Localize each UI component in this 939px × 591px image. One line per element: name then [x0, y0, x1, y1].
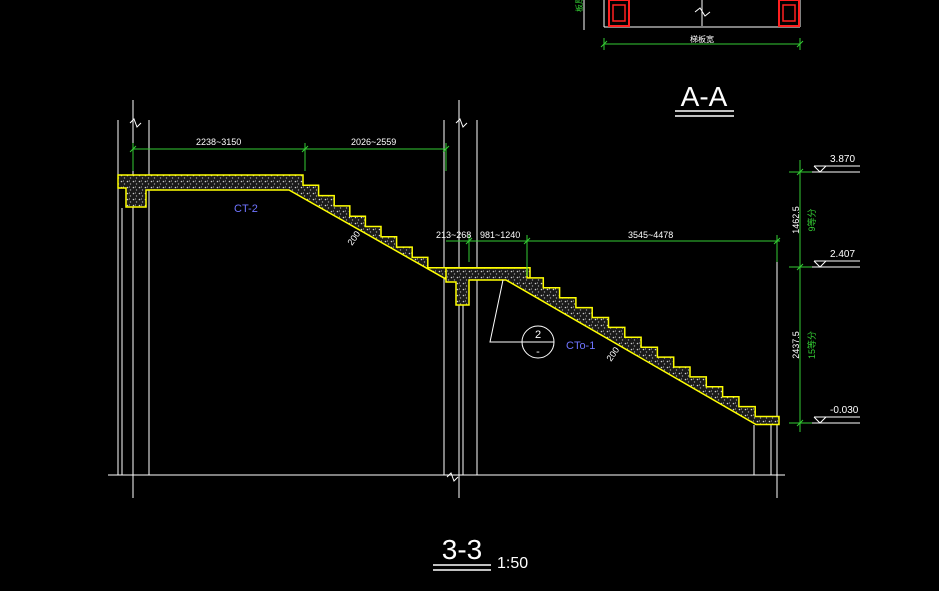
- break-line-icon: [129, 118, 142, 128]
- upper-flight-label: CT-2: [234, 203, 258, 215]
- dim-upper-run: 2026~2559: [351, 137, 396, 147]
- break-line-icon: [694, 0, 711, 26]
- upper-flight-slab: [117, 174, 531, 281]
- vertical-dimensions: [789, 160, 812, 432]
- upper-slab-thickness: 200: [345, 229, 362, 247]
- aa-right-beam: [778, 0, 800, 27]
- level-triangle-icon: [812, 165, 860, 173]
- detail-number: 2: [535, 329, 541, 341]
- level-markers: [812, 165, 860, 424]
- dim-lower-run: 3545~4478: [628, 230, 673, 240]
- section-title: 3-3: [442, 534, 482, 565]
- dim-mid-beam: 213~268: [436, 230, 471, 240]
- dim-lower-height: 2437.5: [791, 331, 801, 359]
- level-bottom: -0.030: [830, 405, 859, 416]
- section-aa: 板厚 梯板宽 A-A: [574, 0, 804, 117]
- break-line-icon: [446, 472, 459, 482]
- lower-slab-thickness: 200: [604, 345, 621, 363]
- dim-mid-landing: 981~1240: [480, 230, 520, 240]
- dim-upper-steps: 9等分: [806, 208, 817, 231]
- detail-callout-icon: [489, 279, 555, 359]
- vertical-dimension-texts: 1462.5 9等分 2437.5 15等分: [791, 206, 817, 359]
- lower-flight-slab: [445, 267, 780, 426]
- level-top: 3.870: [830, 154, 855, 165]
- lower-flight-label: CTo-1: [566, 340, 595, 352]
- aa-title: A-A: [681, 81, 728, 112]
- horizontal-dimension-texts: 2238~3150 2026~2559 213~268 981~1240 354…: [196, 137, 673, 240]
- section-scale: 1:50: [497, 555, 528, 572]
- level-middle: 2.407: [830, 249, 855, 260]
- horizontal-dimensions: [129, 143, 781, 276]
- aa-left-beam: [608, 0, 630, 27]
- dim-upper-landing: 2238~3150: [196, 137, 241, 147]
- dim-lower-steps: 15等分: [806, 331, 817, 359]
- aa-width-label: 梯板宽: [690, 34, 714, 44]
- level-triangle-icon: [812, 416, 860, 424]
- detail-sheet: -: [536, 346, 540, 358]
- aa-thickness-label: 板厚: [574, 0, 584, 12]
- break-line-icon: [455, 118, 468, 128]
- level-triangle-icon: [812, 260, 860, 268]
- dim-upper-height: 1462.5: [791, 206, 801, 234]
